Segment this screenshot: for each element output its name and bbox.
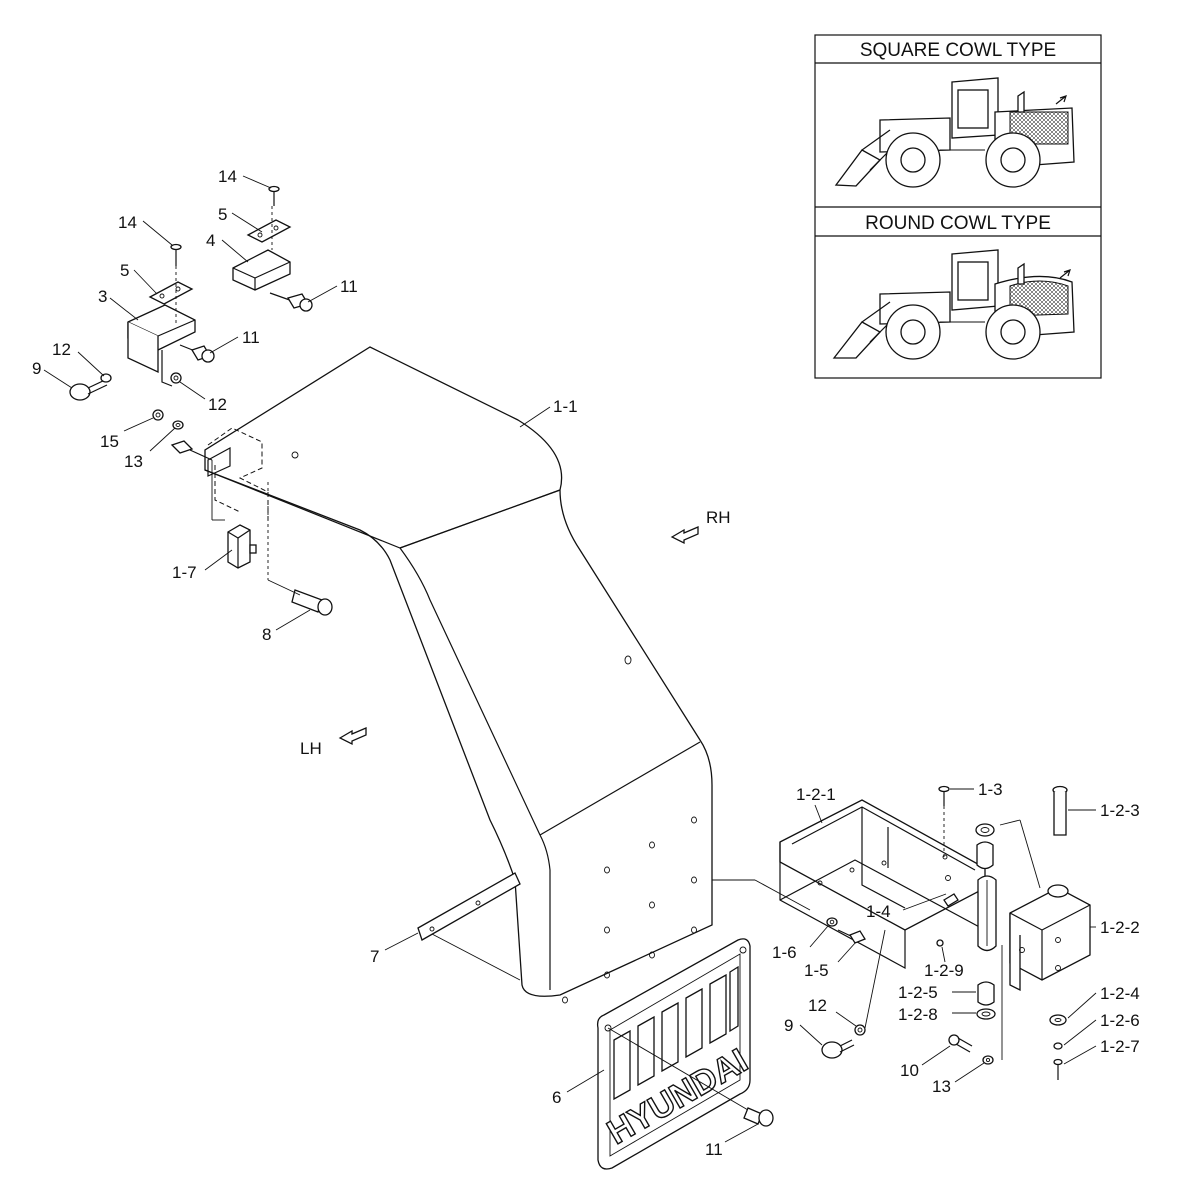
callout-1-2-5: 1-2-5: [898, 983, 938, 1002]
mudflap-ribs: [613, 965, 739, 1101]
nut-15: [152, 409, 164, 421]
lh-direction: LH: [300, 727, 367, 758]
callout-1-2-1: 1-2-1: [796, 785, 836, 804]
callout-1-2-4: 1-2-4: [1100, 984, 1140, 1003]
square-cowl-title: SQUARE COWL TYPE: [860, 40, 1056, 61]
bracket-3: [127, 304, 196, 387]
callout-11-upper: 11: [340, 277, 358, 296]
callout-10: 10: [900, 1061, 919, 1080]
callout-14-upper: 14: [218, 167, 237, 186]
washer-1-2-9: [936, 939, 944, 947]
washer-1-2-8: [976, 1008, 996, 1020]
callout-12-lower: 12: [808, 996, 827, 1015]
callout-5-upper: 5: [218, 205, 227, 224]
callout-12-upper: 12: [52, 340, 71, 359]
plate-5-upper: [246, 219, 292, 243]
washer-1-2-4: [1049, 1014, 1067, 1026]
callout-1-5: 1-5: [804, 961, 829, 980]
screw-14-lower: [170, 243, 182, 325]
nut-12-lower: [854, 1024, 866, 1036]
callout-1-4: 1-4: [866, 902, 891, 921]
pin-1-4: [943, 823, 997, 952]
lamp-bracket: [170, 440, 225, 521]
callout-14-lower: 14: [118, 213, 137, 232]
stay-7: [417, 872, 521, 981]
washer-13-lower: [982, 1055, 994, 1065]
callout-13-lower: 13: [932, 1077, 951, 1096]
callout-13-upper: 13: [124, 452, 143, 471]
callout-12-mid: 12: [208, 395, 227, 414]
callout-1-2-3: 1-2-3: [1100, 801, 1140, 820]
bracket-1-2-2: [999, 819, 1091, 992]
callout-1-2-6: 1-2-6: [1100, 1011, 1140, 1030]
square-cowl-loader-illustration: [834, 77, 1075, 188]
callout-1-3: 1-3: [978, 780, 1003, 799]
callout-9-lower: 9: [784, 1016, 793, 1035]
bolt-11-bottom: [743, 1107, 774, 1127]
mudflap-6: HYUNDAI: [596, 938, 755, 1170]
bolt-9-lower: [821, 929, 886, 1059]
screw-1-3: [938, 785, 950, 858]
washer-13-upper: [172, 420, 184, 430]
lh-label: LH: [300, 739, 322, 758]
callout-15: 15: [100, 432, 119, 451]
nut-12-upper: [170, 372, 182, 384]
bolt-9-upper: [69, 373, 112, 401]
washer-1-6: [826, 917, 838, 927]
round-cowl-title: ROUND COWL TYPE: [865, 213, 1051, 234]
screw-14-upper: [268, 185, 280, 250]
bolt-1-5: [837, 929, 866, 944]
bolt-11-upper: [269, 292, 313, 312]
callout-11-bottom: 11: [705, 1140, 723, 1159]
callout-1-2-7: 1-2-7: [1100, 1037, 1140, 1056]
plate-5-lower: [148, 281, 194, 305]
callout-1-6: 1-6: [772, 943, 797, 962]
rh-label: RH: [706, 508, 731, 527]
callout-7: 7: [370, 947, 379, 966]
callout-6: 6: [552, 1088, 561, 1107]
callout-1-7: 1-7: [172, 563, 197, 582]
bracket-4: [232, 249, 291, 291]
callout-11-lower: 11: [242, 328, 260, 347]
callout-labels: 14 5 4 11 14 5 3 11 12 9 12 15 13 1-1 1-…: [32, 167, 1140, 1159]
bushing-1-2-5: [977, 981, 995, 1006]
washer-1-2-6: [1053, 1042, 1063, 1050]
callout-8: 8: [262, 625, 271, 644]
pin-8: [267, 482, 333, 616]
callout-5-lower: 5: [120, 261, 129, 280]
callout-1-2-2: 1-2-2: [1100, 918, 1140, 937]
callout-3: 3: [98, 287, 107, 306]
rh-direction: RH: [670, 508, 731, 545]
round-cowl-loader-illustration: [832, 249, 1075, 360]
leader-lines: [43, 175, 1097, 1143]
callout-1-2-8: 1-2-8: [898, 1005, 938, 1024]
callout-1-1: 1-1: [553, 397, 578, 416]
bolt-1-2-3: [1052, 785, 1068, 836]
callout-1-2-9: 1-2-9: [924, 961, 964, 980]
bolt-1-2-7: [1053, 1058, 1063, 1080]
fender-1-1: [204, 346, 713, 1004]
bolt-10: [948, 1034, 973, 1053]
callout-9-upper: 9: [32, 359, 41, 378]
callout-4: 4: [206, 231, 215, 250]
cowl-type-inset: SQUARE COWL TYPE ROUND COWL TYPE: [814, 34, 1102, 379]
bolt-11-lower: [179, 344, 215, 363]
rubber-1-7: [227, 524, 257, 569]
